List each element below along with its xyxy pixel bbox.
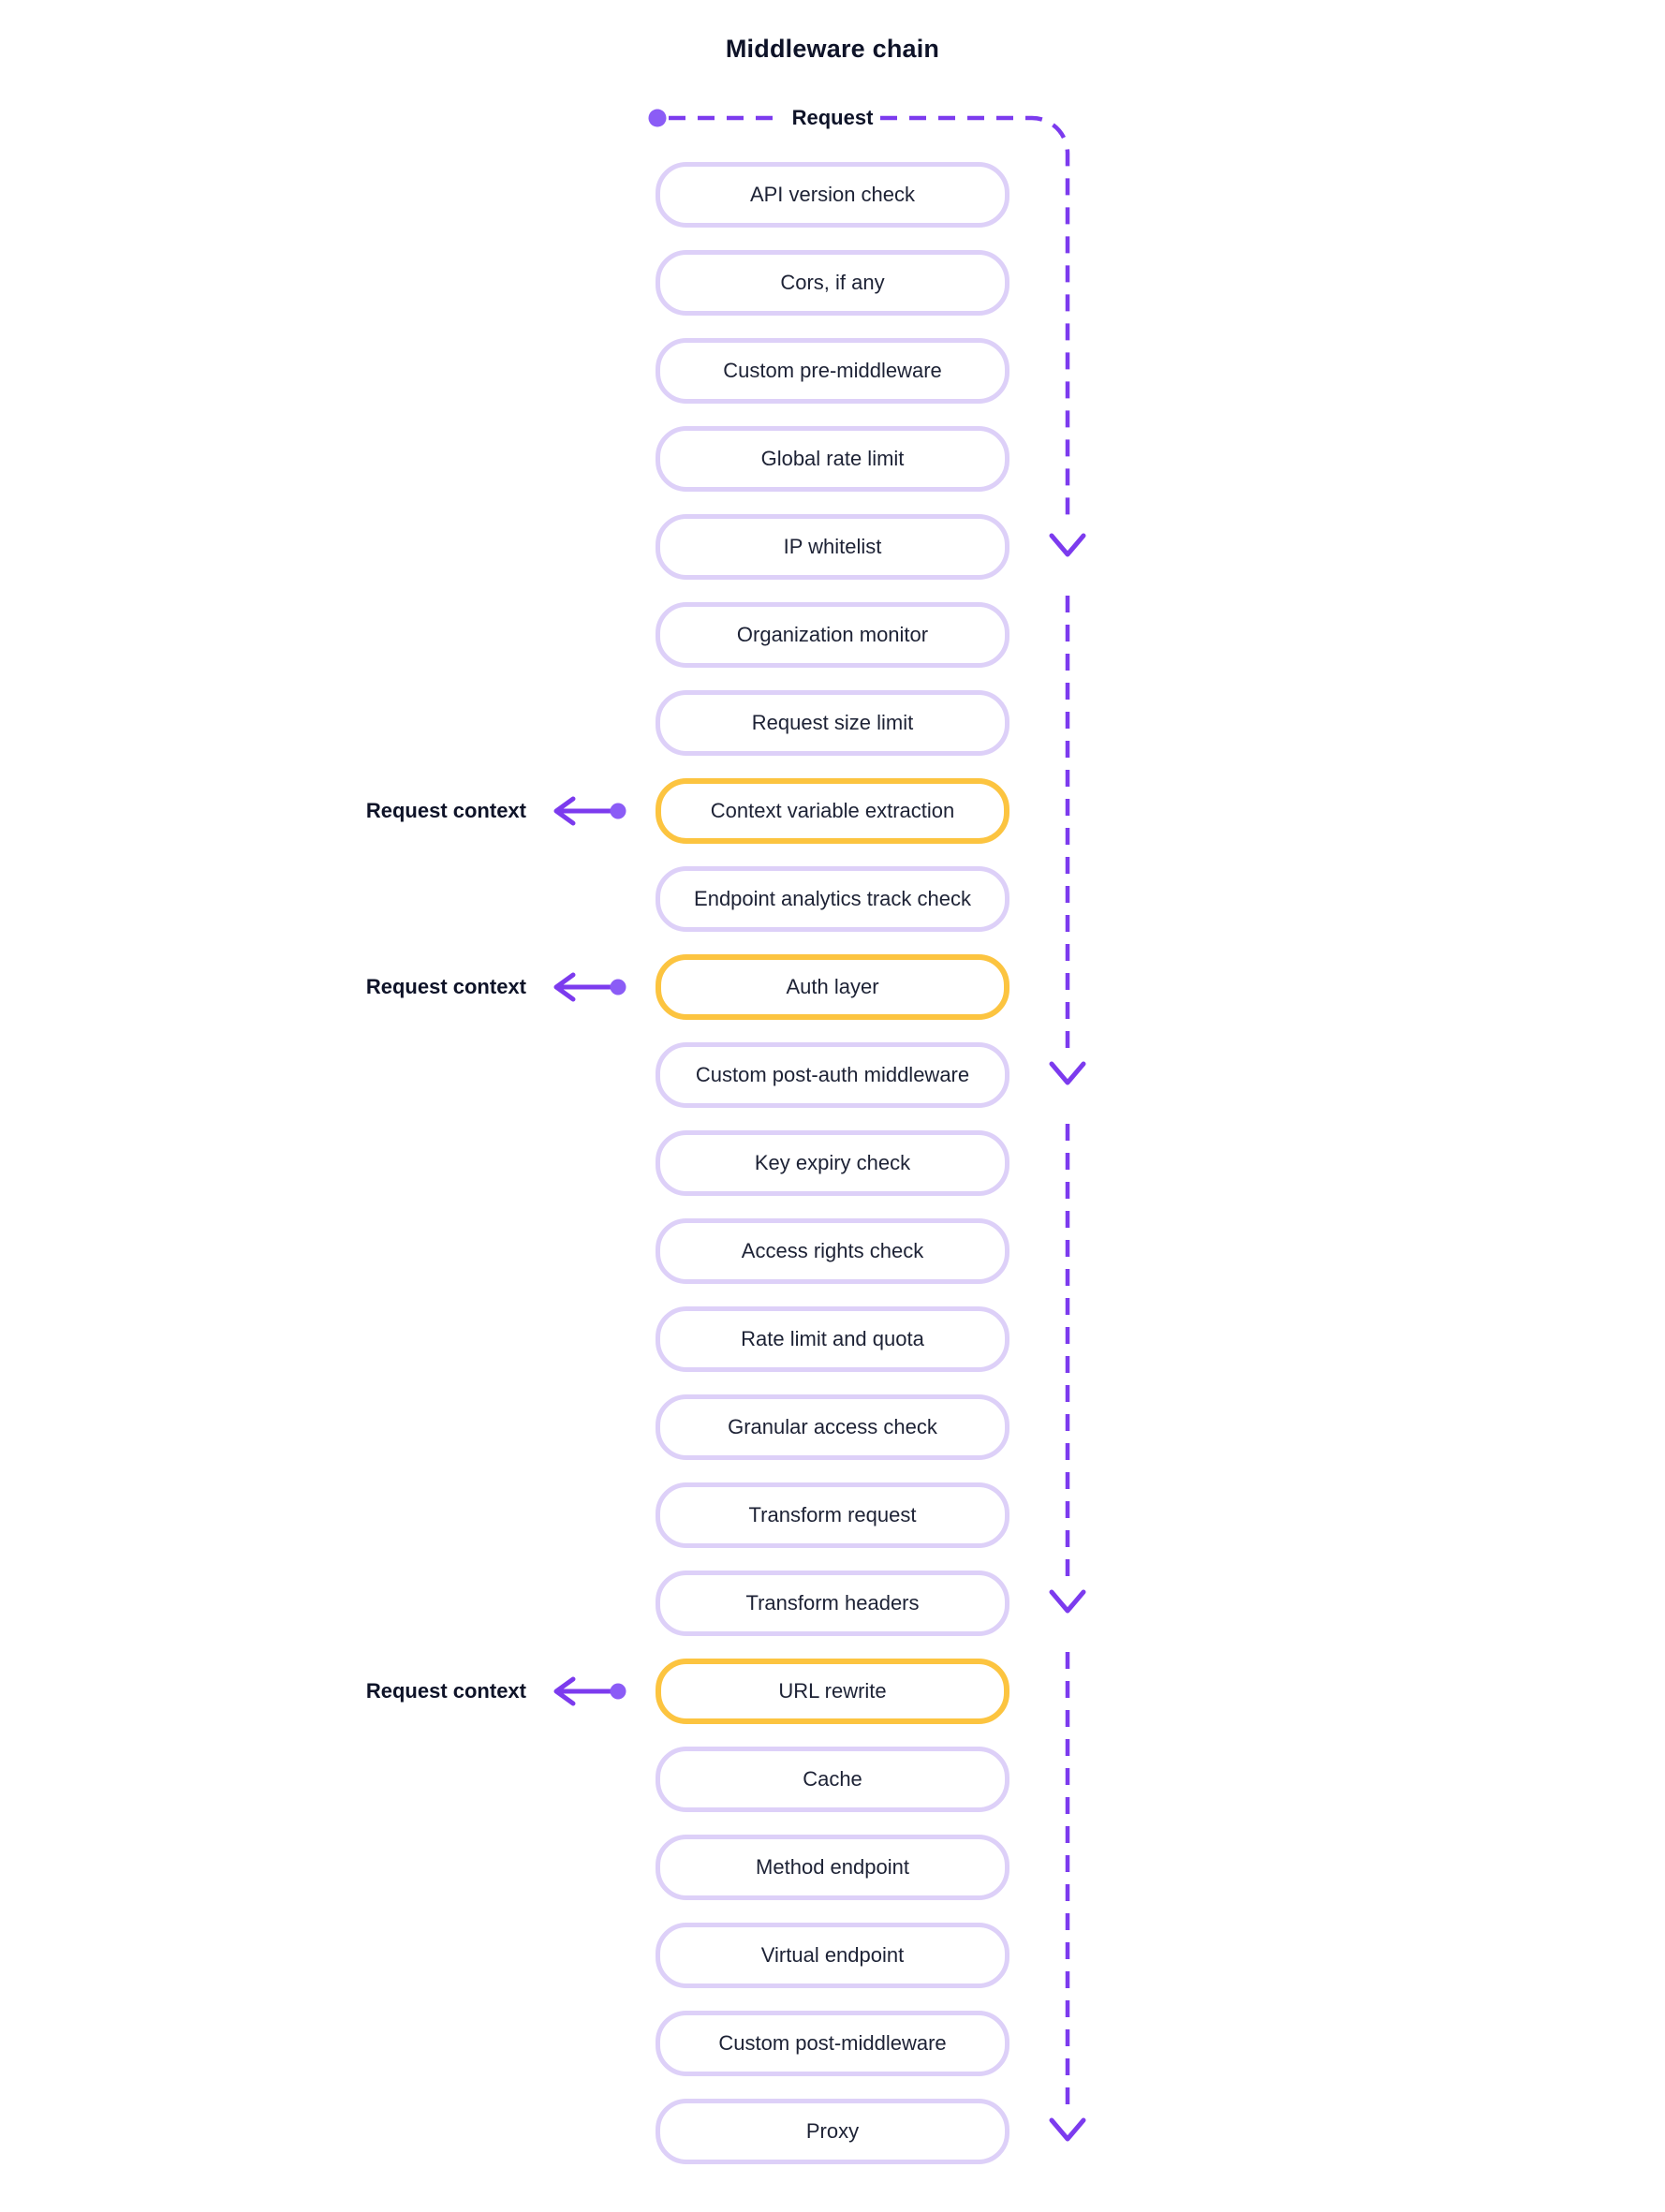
pill-label: API version check: [749, 183, 916, 206]
flow-dashed-line: [880, 115, 1070, 526]
pill-label: Key expiry check: [754, 1151, 911, 1174]
pill-label: Method endpoint: [756, 1855, 909, 1879]
pill-label: Virtual endpoint: [760, 1943, 905, 1967]
pill-label: IP whitelist: [783, 535, 882, 558]
chevron-down-icon: [1049, 2117, 1086, 2142]
pill-granular-access-check: Granular access check: [656, 1394, 1009, 1460]
context-arrow-dot: [610, 803, 626, 819]
pill-label: Cache: [803, 1767, 862, 1791]
pill-label: Cors, if any: [780, 271, 885, 294]
arrow-left-icon: [553, 972, 576, 1002]
pill-label: Global rate limit: [760, 447, 905, 470]
pill-transform-request: Transform request: [656, 1482, 1009, 1548]
pill-label: Custom post-middleware: [718, 2031, 947, 2055]
pill-context-variable-extraction: Context variable extraction: [656, 778, 1009, 844]
chevron-down-icon: [1049, 533, 1086, 557]
pill-transform-headers: Transform headers: [656, 1571, 1009, 1636]
pill-rate-limit-and-quota: Rate limit and quota: [656, 1306, 1009, 1372]
request-line-start-dot: [648, 109, 667, 127]
request-context-label: Request context: [365, 799, 526, 822]
pill-virtual-endpoint: Virtual endpoint: [656, 1923, 1009, 1988]
pill-label: Context variable extraction: [710, 799, 955, 822]
request-context-label: Request context: [365, 975, 526, 998]
pill-custom-post-auth-middleware: Custom post-auth middleware: [656, 1042, 1009, 1108]
pill-auth-layer: Auth layer: [656, 954, 1009, 1020]
pill-label: Proxy: [805, 2119, 860, 2143]
request-label: Request: [791, 106, 874, 129]
arrow-left-icon: [553, 1676, 576, 1706]
pill-cache: Cache: [656, 1747, 1009, 1812]
pill-custom-post-middleware: Custom post-middleware: [656, 2011, 1009, 2076]
context-arrow-dot: [610, 1683, 626, 1700]
pill-label: Transform headers: [745, 1591, 920, 1615]
pill-key-expiry-check: Key expiry check: [656, 1130, 1009, 1196]
pill-label: Transform request: [748, 1503, 917, 1526]
pill-label: Endpoint analytics track check: [694, 887, 971, 910]
pill-organization-monitor: Organization monitor: [656, 602, 1009, 668]
chevron-down-icon: [1049, 1061, 1086, 1085]
pill-request-size-limit: Request size limit: [656, 690, 1009, 756]
context-arrow-dot: [610, 979, 626, 995]
pill-label: Access rights check: [741, 1239, 924, 1262]
pill-ip-whitelist: IP whitelist: [656, 514, 1009, 580]
pill-label: URL rewrite: [778, 1679, 887, 1703]
pill-access-rights-check: Access rights check: [656, 1218, 1009, 1284]
pill-label: Custom pre-middleware: [723, 359, 942, 382]
pill-cors-if-any: Cors, if any: [656, 250, 1009, 316]
pill-label: Granular access check: [728, 1415, 937, 1438]
pill-label: Auth layer: [786, 975, 879, 998]
pill-label: Request size limit: [751, 711, 914, 734]
pill-proxy: Proxy: [656, 2099, 1009, 2164]
pill-method-endpoint: Method endpoint: [656, 1835, 1009, 1900]
pill-api-version-check: API version check: [656, 162, 1009, 228]
pill-url-rewrite: URL rewrite: [656, 1659, 1009, 1724]
pill-endpoint-analytics-track-check: Endpoint analytics track check: [656, 866, 1009, 932]
arrow-left-icon: [553, 796, 576, 826]
pill-label: Custom post-auth middleware: [695, 1063, 970, 1086]
pill-global-rate-limit: Global rate limit: [656, 426, 1009, 492]
pill-label: Organization monitor: [736, 623, 929, 646]
pill-custom-pre-middleware: Custom pre-middleware: [656, 338, 1009, 404]
pill-label: Rate limit and quota: [741, 1327, 924, 1350]
request-context-label: Request context: [365, 1679, 526, 1703]
diagram-title: Middleware chain: [725, 35, 940, 63]
chevron-down-icon: [1049, 1589, 1086, 1614]
